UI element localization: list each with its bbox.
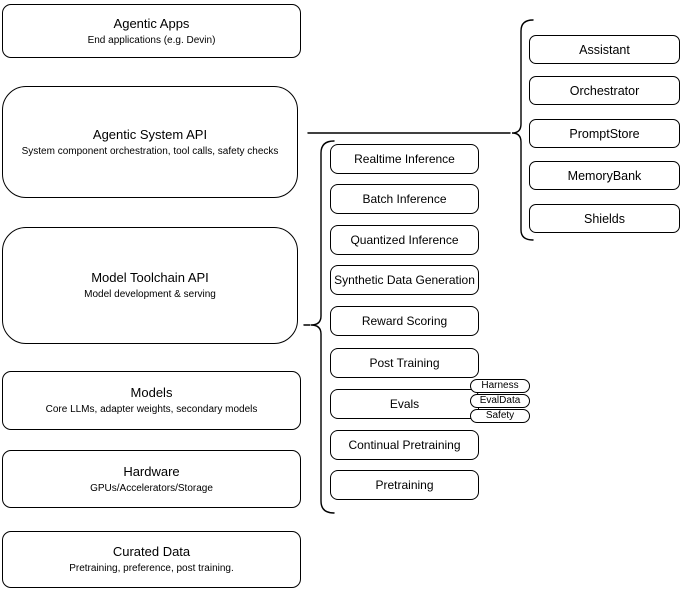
node-post-training: Post Training [330,348,479,378]
node-memorybank: MemoryBank [529,161,680,190]
node-title: Model Toolchain API [91,270,209,285]
node-models: Models Core LLMs, adapter weights, secon… [2,371,301,430]
tag-label: EvalData [479,395,521,406]
node-label: Evals [389,397,420,411]
node-label: Orchestrator [569,83,640,98]
node-label: Post Training [369,356,440,370]
node-agentic-system-api: Agentic System API System component orch… [2,86,298,198]
system-components-brace [511,19,534,241]
node-subtitle: End applications (e.g. Devin) [87,34,216,46]
node-label: Continual Pretraining [348,438,461,452]
node-label: Quantized Inference [350,233,459,247]
node-batch-inference: Batch Inference [330,184,479,214]
node-reward-scoring: Reward Scoring [330,306,479,336]
node-label: Reward Scoring [361,314,448,328]
node-label: Synthetic Data Generation [334,273,475,287]
node-evals: Evals [330,389,479,419]
node-subtitle: Pretraining, preference, post training. [69,563,234,574]
tag-label: Harness [481,380,519,391]
node-pretraining: Pretraining [330,470,479,500]
toolchain-brace [310,140,335,514]
node-title: Agentic System API [92,126,208,142]
node-hardware: Hardware GPUs/Accelerators/Storage [2,450,301,508]
node-title: Models [130,385,173,400]
node-subtitle: Model development & serving [84,289,216,300]
node-label: Realtime Inference [354,152,455,166]
node-synthetic-data-generation: Synthetic Data Generation [330,265,479,295]
tag-evaldata: EvalData [470,394,530,408]
node-continual-pretraining: Continual Pretraining [330,430,479,460]
node-title: Curated Data [112,544,191,559]
tag-safety: Safety [470,409,530,423]
node-quantized-inference: Quantized Inference [330,225,479,255]
node-label: Shields [584,211,625,226]
node-realtime-inference: Realtime Inference [330,144,479,174]
tag-label: Safety [485,410,515,421]
node-model-toolchain-api: Model Toolchain API Model development & … [2,227,298,344]
node-agentic-apps: Agentic Apps End applications (e.g. Devi… [2,4,301,58]
node-label: Batch Inference [362,192,447,206]
tag-harness: Harness [470,379,530,393]
node-label: Pretraining [375,478,434,492]
node-shields: Shields [529,204,680,233]
node-label: PromptStore [569,126,640,141]
node-label: Assistant [579,42,630,57]
node-label: MemoryBank [567,168,642,183]
node-title: Agentic Apps [113,15,190,31]
node-title: Hardware [123,463,180,479]
node-promptstore: PromptStore [529,119,680,148]
node-curated-data: Curated Data Pretraining, preference, po… [2,531,301,588]
node-orchestrator: Orchestrator [529,76,680,105]
node-assistant: Assistant [529,35,680,64]
node-subtitle: GPUs/Accelerators/Storage [90,482,213,494]
node-subtitle: Core LLMs, adapter weights, secondary mo… [45,404,258,415]
node-subtitle: System component orchestration, tool cal… [21,145,279,157]
